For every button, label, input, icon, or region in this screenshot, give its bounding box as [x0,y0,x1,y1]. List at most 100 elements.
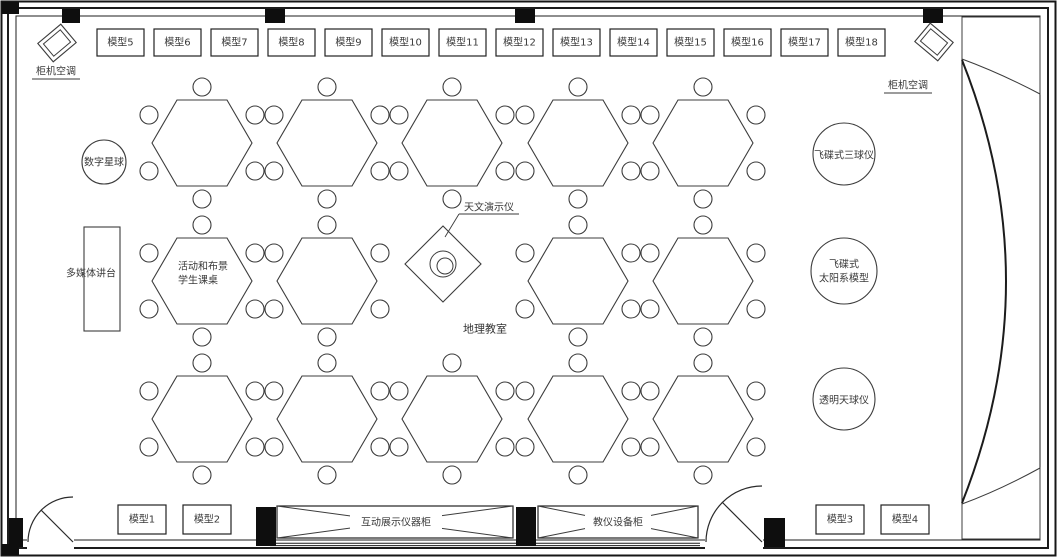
model-box-label: 模型2 [194,513,220,526]
student-hex-table [264,215,390,347]
stool [693,327,713,347]
stool [568,215,588,235]
label-solar-2: 太阳系模型 [819,272,869,285]
stool [746,437,766,457]
stool [442,77,462,97]
stool [693,189,713,209]
stool [317,353,337,373]
stool [568,327,588,347]
hex-desk [276,375,378,463]
model-box: 模型16 [723,28,772,57]
stool [746,299,766,319]
stool [370,299,390,319]
stool [693,353,713,373]
column [515,9,535,23]
stool [746,243,766,263]
stool [245,299,265,319]
label-celestial: 透明天球仪 [819,394,869,407]
astro-demonstrator [404,225,482,303]
stool [621,243,641,263]
hex-desk [276,99,378,187]
student-tables-group [139,77,766,485]
student-hex-table [515,77,641,209]
label-solar-1: 飞碟式 [829,258,859,271]
stool [746,105,766,125]
stool [139,161,159,181]
curved-wall-arc [961,59,1007,504]
model-box: 模型2 [182,504,232,535]
door-opening-right [705,535,763,552]
column [62,9,80,23]
model-box: 模型9 [324,28,373,57]
model-box-outline [552,28,601,57]
model-box: 模型10 [381,28,430,57]
model-box: 模型4 [880,504,930,535]
stool [495,161,515,181]
model-box-outline [182,504,232,535]
stool [693,465,713,485]
stool [515,243,535,263]
cabinet-ac-unit-left [37,23,77,63]
stool [746,161,766,181]
stool [389,437,409,457]
stool [370,243,390,263]
model-box-label: 模型10 [389,36,422,49]
stool [139,299,159,319]
column [2,2,19,14]
stool [515,437,535,457]
door-leaf-left [40,509,74,543]
stool [621,105,641,125]
stool [640,299,660,319]
stool [515,105,535,125]
stool [515,161,535,181]
model-box: 模型13 [552,28,601,57]
hex-desk [527,237,629,325]
model-box-outline [117,504,167,535]
label-interactive-cabinet: 互动展示仪器柜 [361,516,431,529]
student-hex-table [389,353,515,485]
stool [317,189,337,209]
model-box-label: 模型8 [278,36,304,49]
model-box-outline [723,28,772,57]
student-hex-table [264,77,390,209]
hex-desk [527,99,629,187]
stool [442,189,462,209]
hex-desk [527,375,629,463]
multimedia-podium [83,226,121,332]
digital-globe [81,139,127,185]
door-leaf-right [721,501,763,543]
stool [192,77,212,97]
model-box-label: 模型12 [503,36,536,49]
hex-desk [401,375,503,463]
column [923,9,943,23]
column [256,507,276,546]
stool [640,243,660,263]
stool [568,353,588,373]
stool [317,327,337,347]
model-box-outline [815,504,865,535]
door-opening-left [27,535,74,552]
hex-desk [652,99,754,187]
label-astro-demo: 天文演示仪 [464,201,514,214]
model-box-outline [267,28,316,57]
label-digital-globe: 数字星球 [84,156,124,169]
stool [139,105,159,125]
stool [317,215,337,235]
model-box-outline [666,28,715,57]
astro-demonstrator-dome [429,250,457,278]
model-box: 模型14 [609,28,658,57]
hex-desk [652,237,754,325]
model-box-label: 模型11 [446,36,479,49]
model-box-label: 模型14 [617,36,650,49]
student-hex-table [389,77,515,209]
model-box: 模型8 [267,28,316,57]
stool [621,161,641,181]
stool [389,381,409,401]
model-box-outline [880,504,930,535]
stool [568,189,588,209]
student-hex-table [139,77,265,209]
